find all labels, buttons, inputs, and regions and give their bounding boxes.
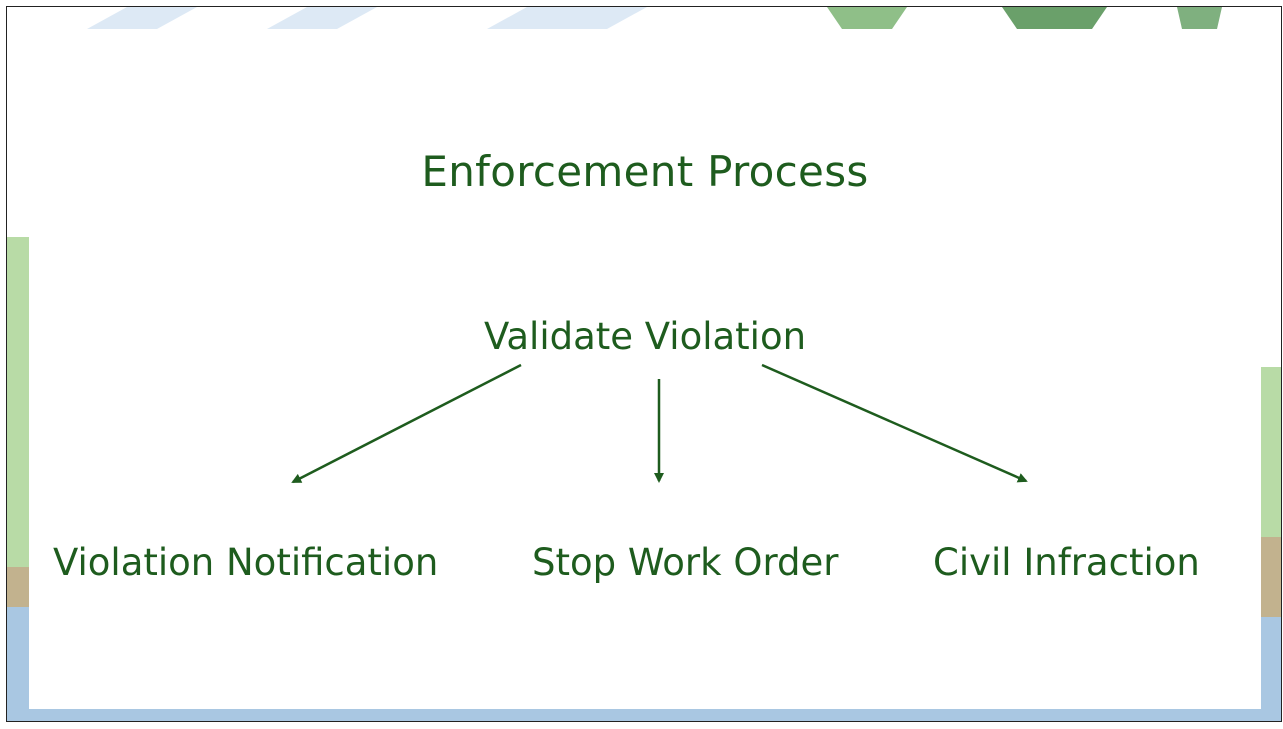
arrow-to-violation-notification [291,363,522,484]
slide-frame: Enforcement Process Validate Violation V… [6,6,1282,722]
node-civil-infraction: Civil Infraction [933,541,1200,584]
tree-icon [827,7,907,29]
slide-title: Enforcement Process [421,147,869,196]
node-validate-violation: Validate Violation [483,315,807,358]
background-landscape [7,7,1281,721]
node-violation-notification: Violation Notification [53,541,439,584]
arrows [291,363,1028,484]
slide-content: Enforcement Process Validate Violation V… [29,29,1261,709]
tree-icon [1177,7,1222,29]
arrow-to-civil-infraction [761,363,1028,483]
tree-icon [1002,7,1107,29]
node-stop-work-order: Stop Work Order [532,541,839,584]
